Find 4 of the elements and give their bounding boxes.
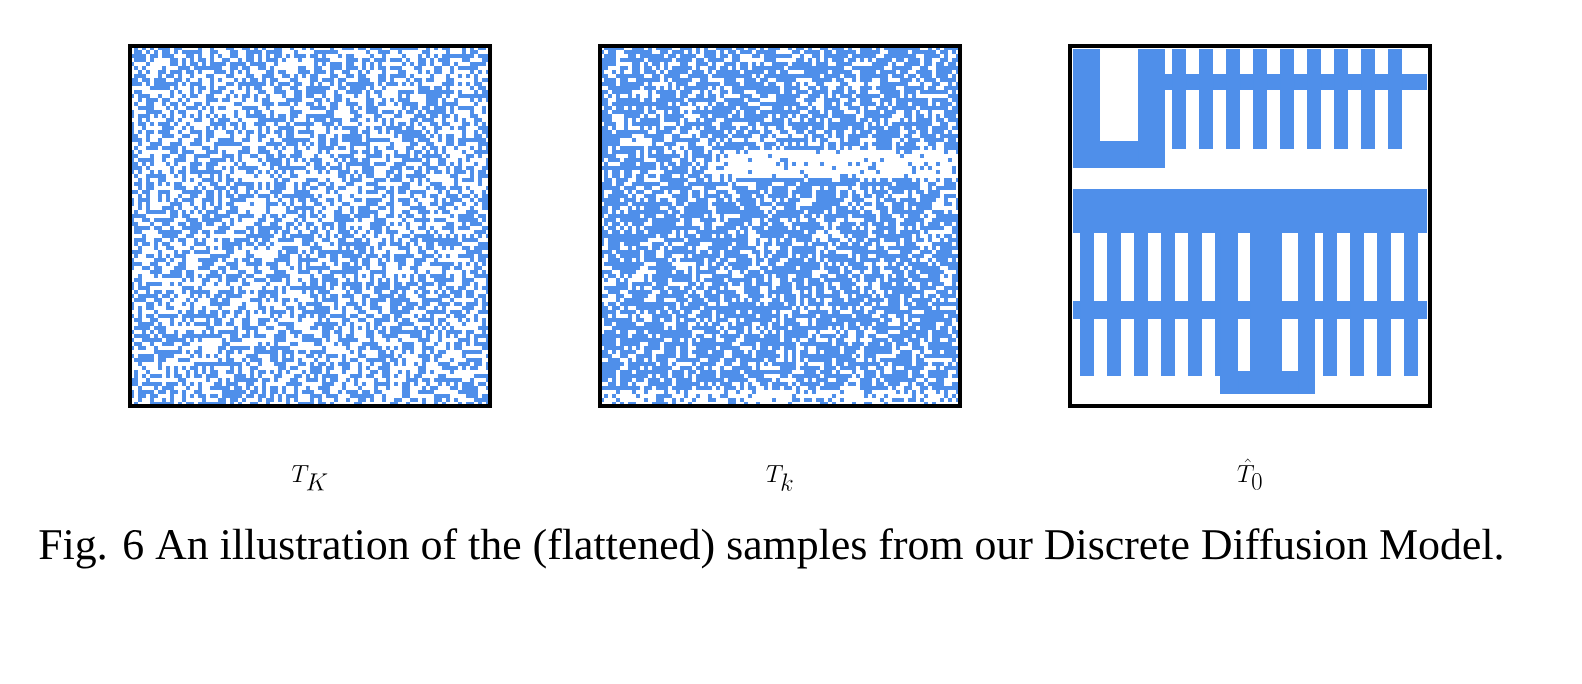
image-label: $\hat{T}_0$ (1237, 458, 1262, 490)
image-label: $T_k$ (766, 465, 793, 491)
image-label: $T_K$ (292, 465, 328, 491)
figure-caption: Fig. 6 An illustration of the (flattened) samples from our Discrete Diffusion Model. (39, 528, 1502, 569)
